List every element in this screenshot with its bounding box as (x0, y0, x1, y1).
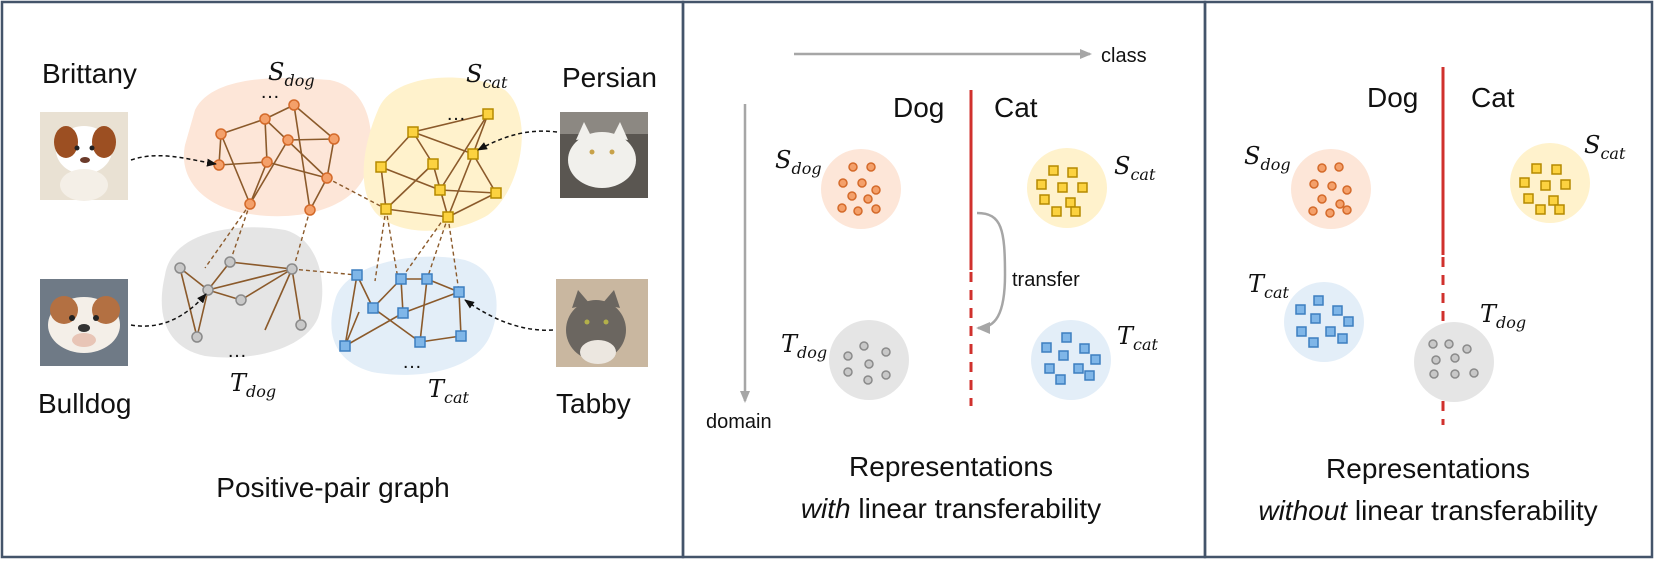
t-dog-cluster (161, 227, 323, 358)
persian-label: Persian (562, 62, 657, 93)
s-dog-points (837, 162, 881, 216)
s-cat-label: Scat (466, 60, 508, 92)
t-cat-points (1295, 295, 1354, 348)
s-dog-ellipsis: … (260, 81, 280, 103)
t-dog-label: Tdog (230, 369, 276, 401)
t-dog-ellipsis: … (227, 340, 247, 362)
bulldog-arrow (130, 293, 207, 327)
panel-2-caption-line1: Representations (849, 451, 1053, 482)
class-axis-label: class (1101, 45, 1147, 67)
panel-1-graph: … … … … Sdog Scat Tdog Tcat (161, 58, 522, 407)
t-cat-cluster (331, 256, 497, 375)
bulldog-label: Bulldog (38, 388, 131, 419)
panel-3-caption-line1: Representations (1326, 453, 1530, 484)
brittany-label: Brittany (42, 58, 137, 89)
panel-3-diagram: Dog Cat Sdog Scat Tcat (1244, 67, 1626, 526)
bulldog-photo (40, 279, 128, 366)
cross-cluster-edges (204, 177, 460, 293)
s-dog-blob (821, 149, 901, 229)
t-dog-points (843, 341, 891, 385)
panel-2-diagram: class domain Dog Cat transfer Sdog Scat (706, 45, 1159, 524)
panel-3-caption-line2: without linear transferability (1258, 495, 1597, 526)
s-dog-nodes (213, 99, 340, 216)
s-dog-label: Sdog (775, 146, 822, 178)
domain-axis-label: domain (706, 411, 772, 433)
brittany-photo (40, 112, 128, 201)
s-cat-ellipsis: … (446, 103, 466, 125)
s-dog-points (1308, 162, 1352, 218)
s-cat-points (1036, 165, 1088, 217)
t-cat-label: Tcat (428, 375, 470, 407)
t-cat-points (1041, 332, 1101, 385)
t-cat-label: Tcat (1117, 322, 1159, 354)
t-dog-edges (179, 261, 302, 338)
s-cat-points (1519, 163, 1571, 215)
cat-label: Cat (994, 92, 1038, 123)
cat-label: Cat (1471, 82, 1515, 113)
dog-label: Dog (1367, 82, 1418, 113)
panel-2-caption-line2: with linear transferability (801, 493, 1101, 524)
persian-arrow (477, 130, 558, 151)
dog-label: Dog (893, 92, 944, 123)
t-dog-label: Tdog (1480, 300, 1526, 332)
s-cat-edges (380, 113, 497, 218)
brittany-arrow (130, 154, 217, 167)
s-dog-label: Sdog (268, 58, 315, 90)
t-dog-points (1428, 339, 1479, 379)
s-cat-nodes (375, 108, 502, 223)
s-dog-edges (218, 104, 335, 211)
tabby-photo (556, 279, 648, 367)
transfer-arrow (976, 211, 1007, 334)
persian-photo (560, 112, 648, 198)
t-dog-nodes (174, 256, 307, 343)
s-cat-label: Scat (1584, 131, 1626, 163)
t-cat-ellipsis: … (402, 351, 422, 373)
t-dog-label: Tdog (781, 330, 827, 362)
tabby-arrow (464, 299, 554, 331)
t-cat-nodes (339, 269, 467, 352)
tabby-label: Tabby (556, 388, 631, 419)
s-cat-label: Scat (1114, 152, 1156, 184)
panel-3-frame (1203, 0, 1654, 559)
transfer-label: transfer (1012, 269, 1080, 291)
panel-1-caption: Positive-pair graph (216, 472, 449, 503)
s-dog-label: Sdog (1244, 142, 1291, 174)
t-cat-label: Tcat (1248, 270, 1290, 302)
